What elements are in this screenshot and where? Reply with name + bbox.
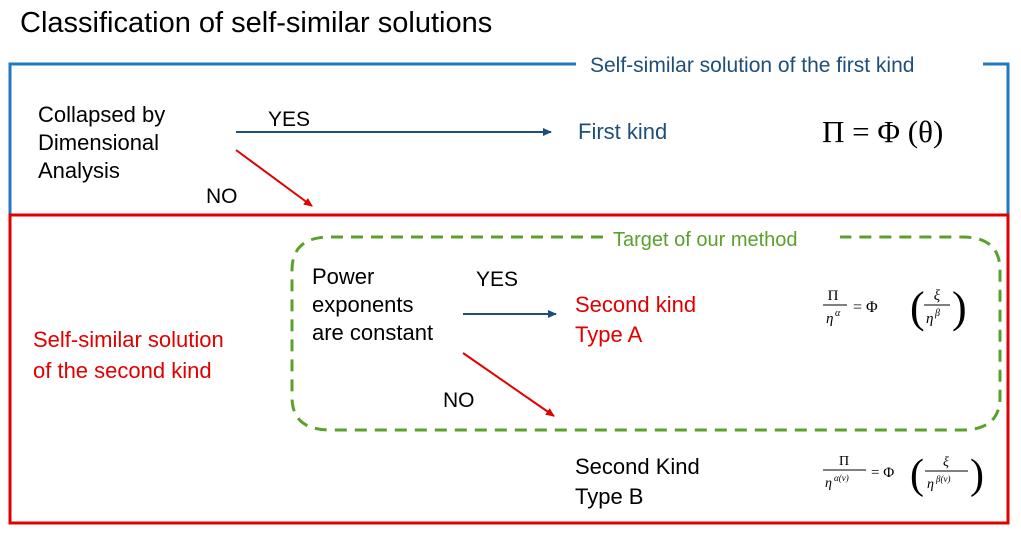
arrow-no-second xyxy=(462,352,555,417)
question-line: Collapsed by xyxy=(38,102,166,127)
type-b-line: Type B xyxy=(575,484,644,509)
first-kind-formula: Π = Φ (θ) xyxy=(822,114,944,149)
question-line: exponents xyxy=(312,292,414,317)
page-title: Classification of self-similar solutions xyxy=(20,7,493,39)
question-power-exponents: Power exponents are constant xyxy=(312,263,433,347)
question-line: Analysis xyxy=(38,158,120,183)
first-kind-header: Self-similar solution of the first kind xyxy=(590,54,915,77)
second-kind-label-line: of the second kind xyxy=(33,358,212,383)
type-a-line: Type A xyxy=(575,322,643,347)
arrow-no-first xyxy=(235,149,313,207)
no-label-second: NO xyxy=(443,389,475,412)
no-label-first: NO xyxy=(206,185,238,208)
question-dimensional-analysis: Collapsed by Dimensional Analysis xyxy=(38,101,165,185)
first-kind-box xyxy=(8,62,1010,215)
question-line: Dimensional xyxy=(38,130,160,155)
second-kind-label: Self-similar solution of the second kind xyxy=(33,324,224,386)
first-kind-result: First kind xyxy=(578,119,668,144)
second-kind-type-a: Second kind Type A xyxy=(575,290,696,350)
yes-label-first: YES xyxy=(268,108,311,131)
type-a-line: Second kind xyxy=(575,292,697,317)
target-method-header: Target of our method xyxy=(613,229,798,251)
second-kind-box xyxy=(8,213,1010,525)
type-b-line: Second Kind xyxy=(575,454,700,479)
second-kind-label-line: Self-similar solution xyxy=(33,327,224,352)
question-line: are constant xyxy=(312,320,434,345)
target-method-box xyxy=(290,235,1002,432)
second-kind-type-b: Second Kind Type B xyxy=(575,452,700,512)
question-line: Power xyxy=(312,264,375,289)
yes-label-second: YES xyxy=(476,268,519,291)
